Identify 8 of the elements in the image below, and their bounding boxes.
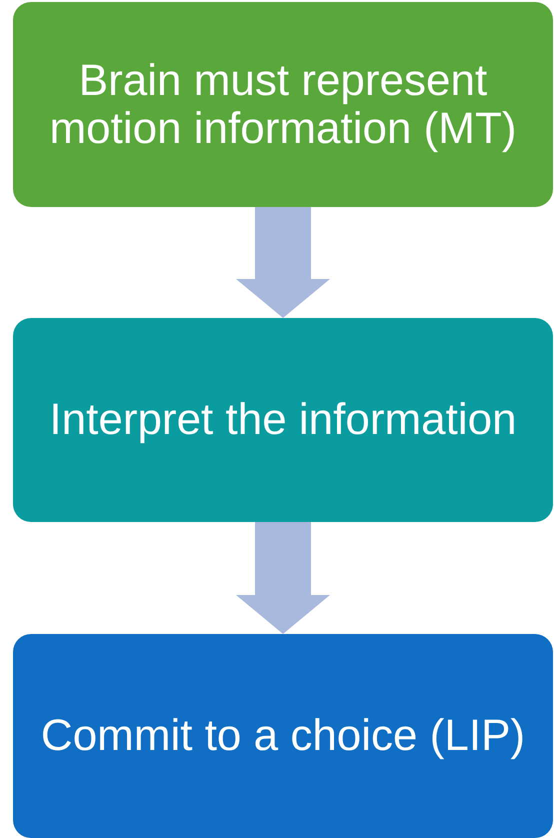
process-box bbox=[13, 2, 553, 207]
box-text: Commit to a choice (LIP) bbox=[40, 712, 526, 760]
process-box bbox=[13, 318, 553, 522]
box-text: Brain must represent motion information (MT) bbox=[48, 56, 518, 152]
box-text: Interpret the information bbox=[49, 396, 517, 444]
block-arrow bbox=[236, 522, 330, 634]
block-arrow bbox=[236, 207, 330, 318]
process-box bbox=[13, 634, 553, 838]
